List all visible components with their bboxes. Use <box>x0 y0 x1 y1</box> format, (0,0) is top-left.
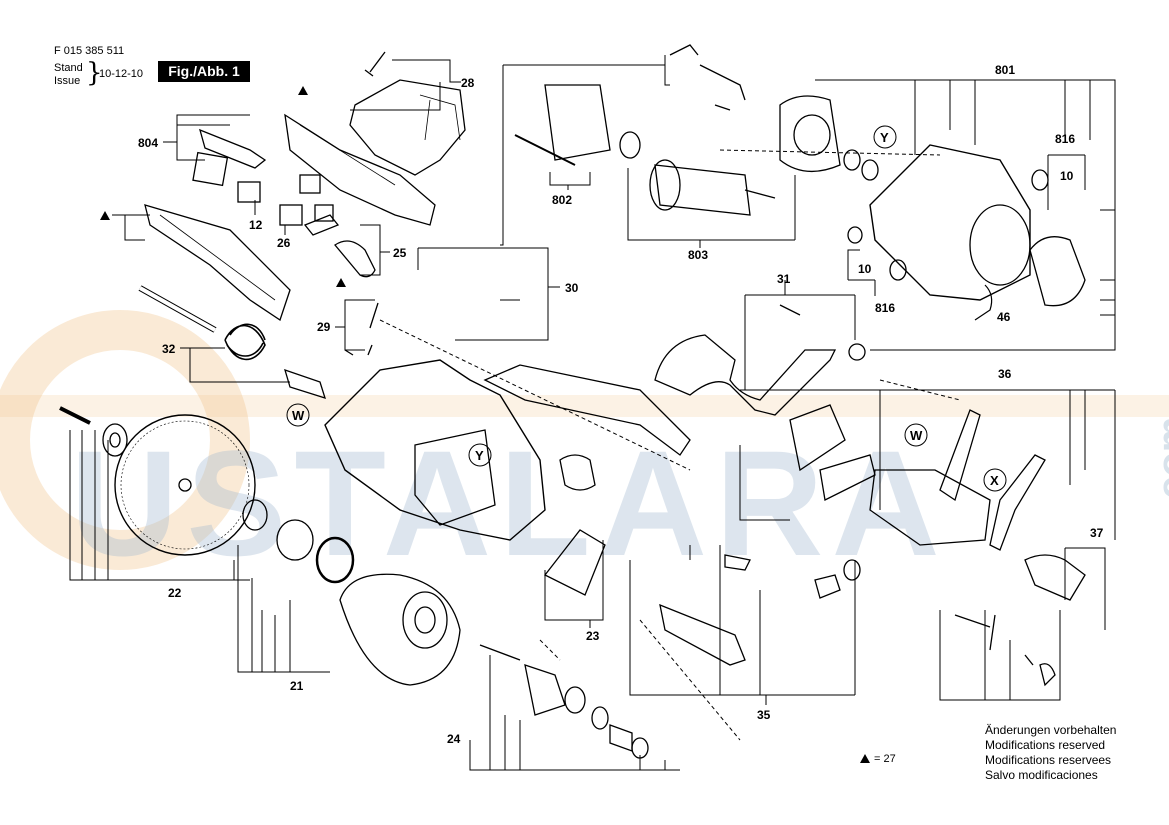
watermark-band <box>0 395 1169 417</box>
bevel-base <box>869 469 991 546</box>
callout-w1: W <box>292 408 305 423</box>
parts-outlines <box>59 44 1086 759</box>
handle-housing <box>284 113 436 226</box>
bevel-bracket <box>789 404 846 472</box>
triangle-markers <box>100 86 346 287</box>
label-28: 28 <box>461 76 475 90</box>
issue-date: 10-12-10 <box>99 68 144 80</box>
triangle-legend-icon <box>860 754 870 763</box>
bevel-lever <box>939 409 981 502</box>
handle-lower <box>144 204 291 322</box>
callout-markers: Y Y W W X <box>286 125 1007 492</box>
label-816-top: 816 <box>1055 132 1075 146</box>
label-22: 22 <box>168 586 182 600</box>
saw-blade <box>114 414 256 556</box>
fan-baffle <box>779 95 841 173</box>
callout-circle-x <box>983 468 1007 492</box>
label-35: 35 <box>757 708 771 722</box>
label-37: 37 <box>1090 526 1104 540</box>
switch-block <box>192 151 229 187</box>
blade-flange <box>102 423 128 457</box>
callout-circle-w2 <box>904 423 928 447</box>
gear-housing <box>324 359 546 541</box>
issue-label: Issue <box>54 75 81 87</box>
label-803: 803 <box>688 248 708 262</box>
part-number: F 015 385 511 <box>54 45 125 57</box>
label-31: 31 <box>777 272 791 286</box>
stand-label: Stand <box>54 62 83 74</box>
support-arm <box>483 364 691 456</box>
motor-end-cap <box>1029 236 1086 307</box>
retaining-ring <box>315 536 355 584</box>
triangle-marker-icon <box>298 86 308 95</box>
label-36: 36 <box>998 367 1012 381</box>
modification-notes: Änderungen vorbehalten Modifications res… <box>985 723 1116 783</box>
motor-mount <box>414 429 496 526</box>
label-23: 23 <box>586 629 600 643</box>
label-816-left: 816 <box>875 301 895 315</box>
triangle-legend: = 27 <box>860 753 896 765</box>
label-29: 29 <box>317 320 331 334</box>
figure-label: Fig./Abb. 1 <box>158 61 250 82</box>
motor-housing <box>869 144 1031 301</box>
label-24: 24 <box>447 732 461 746</box>
callout-circle-y2 <box>468 443 492 467</box>
callout-circle-y1 <box>873 125 897 149</box>
motor-field <box>544 84 611 161</box>
note-en: Modifications reserved <box>985 738 1106 752</box>
label-801: 801 <box>995 63 1015 77</box>
label-30: 30 <box>565 281 579 295</box>
label-32: 32 <box>162 342 176 356</box>
callout-y1: Y <box>880 130 889 145</box>
armature <box>654 164 751 216</box>
triangle-legend-text: = 27 <box>874 753 896 765</box>
callout-y2: Y <box>475 448 484 463</box>
bushing <box>284 368 326 399</box>
screw-icon <box>364 51 386 77</box>
watermark-suffix: .com <box>1150 417 1169 510</box>
label-46: 46 <box>997 310 1011 324</box>
brace-icon: } <box>86 58 103 88</box>
triangle-marker-icon <box>100 211 110 220</box>
note-fr: Modifications reservees <box>985 753 1112 767</box>
watermark-circle <box>0 310 250 570</box>
callout-circle-w1 <box>286 403 310 427</box>
label-802: 802 <box>552 193 572 207</box>
label-10-left: 10 <box>858 262 872 276</box>
blade-guard-top-cover <box>349 79 466 176</box>
label-10-top: 10 <box>1060 169 1074 183</box>
linkage-rod <box>654 334 837 416</box>
lower-blade-guard <box>339 573 461 686</box>
callout-x: X <box>990 473 999 488</box>
note-de: Änderungen vorbehalten <box>985 723 1117 737</box>
part-labels: 28 804 12 26 25 32 29 22 21 23 24 30 802… <box>138 63 1104 746</box>
callout-w2: W <box>910 428 923 443</box>
switch-trigger <box>199 128 267 169</box>
label-26: 26 <box>277 236 291 250</box>
label-804: 804 <box>138 136 158 150</box>
torsion-spring <box>224 323 266 361</box>
leader-lines <box>69 55 1116 771</box>
label-25: 25 <box>393 246 407 260</box>
label-21: 21 <box>290 679 304 693</box>
label-12: 12 <box>249 218 263 232</box>
note-es: Salvo modificaciones <box>985 768 1098 782</box>
triangle-marker-icon <box>336 278 346 287</box>
fence-handle <box>659 603 746 666</box>
